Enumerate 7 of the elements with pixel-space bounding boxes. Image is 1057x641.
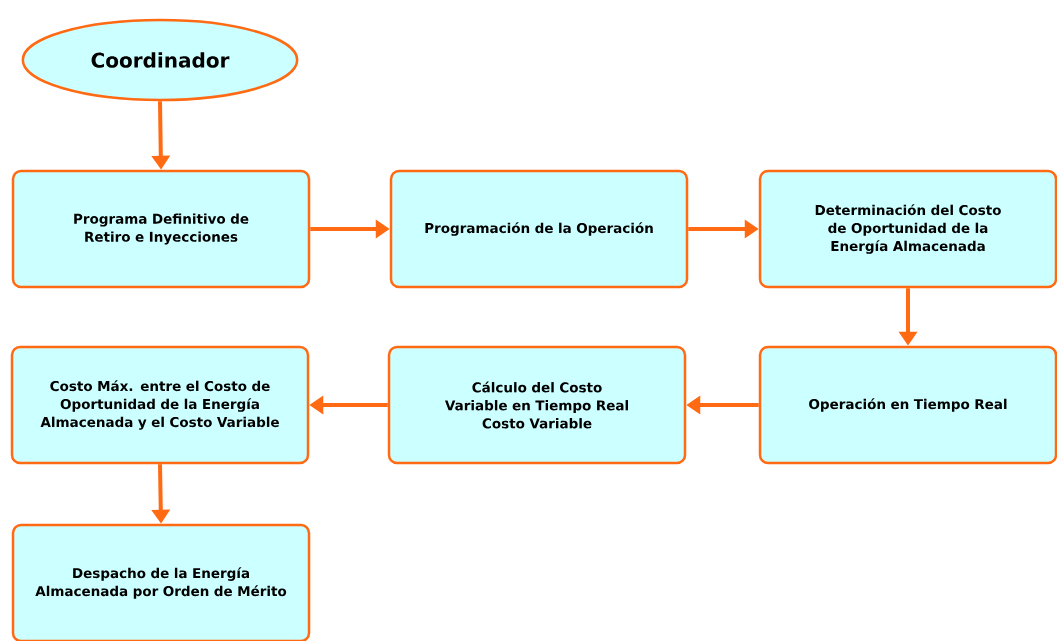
process-box: Determinación del Costo de Oportunidad de la Energía Almacenada	[758, 169, 1057, 289]
process-box: Cálculo del Costo Variable en Tiempo Real Costo Variable	[387, 345, 687, 465]
process-box: Costo Máx. entre el Costo de Oportunidad de la Energía Almacenada y el Costo Variable	[10, 345, 310, 465]
process-box: Operación en Tiempo Real	[758, 345, 1057, 465]
process-box: Programación de la Operación	[389, 169, 689, 289]
process-box: Despacho de la Energía Almacenada por Orden de Mérito	[11, 523, 311, 641]
process-box: Programa Definitivo de Retiro e Inyecciones	[11, 169, 311, 289]
